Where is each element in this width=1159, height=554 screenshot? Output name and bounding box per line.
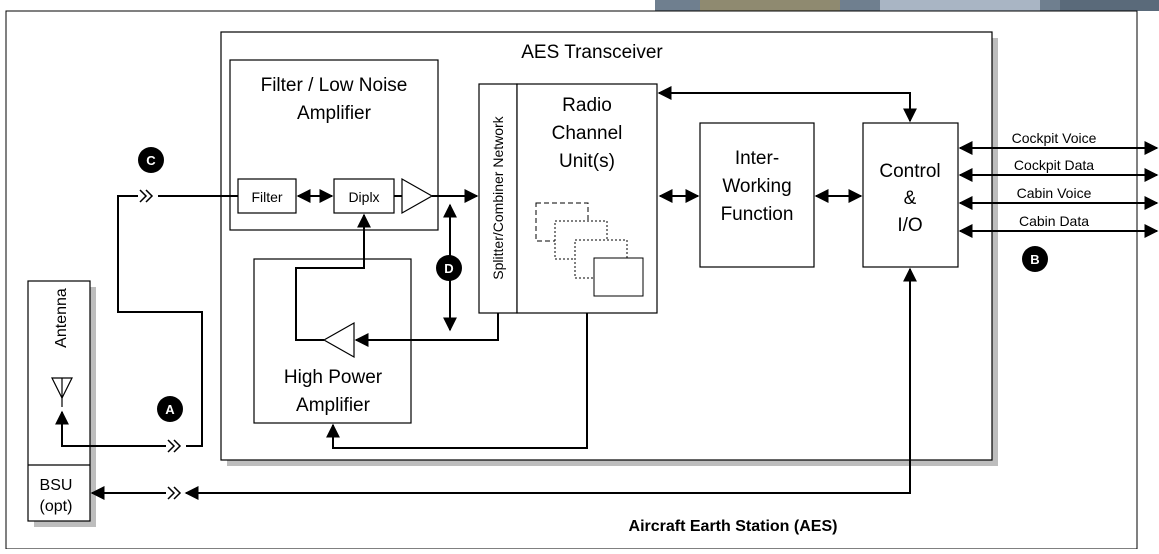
svg-text:B: B bbox=[1030, 252, 1039, 267]
rf-connector-icons bbox=[139, 189, 182, 500]
interface-label-cabin-data: Cabin Data bbox=[1019, 213, 1089, 229]
svg-text:A: A bbox=[165, 402, 175, 417]
svg-text:C: C bbox=[146, 153, 156, 168]
rcu-line2: Channel bbox=[552, 123, 623, 144]
control-line1: Control bbox=[879, 161, 940, 182]
diplexer-label: Diplx bbox=[348, 189, 379, 205]
interworking-function-block bbox=[699, 122, 815, 268]
iwf-line1: Inter- bbox=[735, 148, 779, 169]
hpa-line1: High Power bbox=[284, 367, 383, 388]
antenna-icon bbox=[51, 377, 73, 407]
rcu-line1: Radio bbox=[562, 95, 612, 116]
aes-title: Aircraft Earth Station (AES) bbox=[629, 518, 838, 535]
transceiver-title: AES Transceiver bbox=[521, 42, 663, 63]
connector-a-icon bbox=[167, 439, 182, 453]
iwf-line3: Function bbox=[721, 204, 794, 225]
antenna-label: Antenna bbox=[53, 288, 70, 348]
channel-unit-stack-icon bbox=[535, 202, 644, 297]
marker-d: D bbox=[436, 255, 462, 281]
interface-label-cockpit-data: Cockpit Data bbox=[1014, 157, 1094, 173]
interface-label-cockpit-voice: Cockpit Voice bbox=[1012, 130, 1097, 146]
marker-a: A bbox=[157, 396, 183, 422]
hpa-line2: Amplifier bbox=[296, 395, 371, 416]
bsu-line2: (opt) bbox=[40, 498, 73, 515]
diplexer-box bbox=[333, 178, 395, 214]
rcu-line3: Unit(s) bbox=[559, 151, 615, 172]
antenna-bsu-unit bbox=[27, 280, 91, 522]
control-line2: & bbox=[904, 188, 917, 209]
filter-label: Filter bbox=[251, 189, 282, 205]
control-line3: I/O bbox=[897, 215, 922, 236]
satellite-image-strip bbox=[655, 0, 1159, 11]
splitter-combiner-label: Splitter/Combiner Network bbox=[490, 115, 506, 279]
svg-text:D: D bbox=[444, 261, 453, 276]
bsu-line1: BSU bbox=[40, 477, 73, 494]
connector-bsu-icon bbox=[167, 486, 182, 500]
interface-label-cabin-voice: Cabin Voice bbox=[1017, 185, 1092, 201]
marker-b: B bbox=[1022, 246, 1048, 272]
connection-lines bbox=[55, 86, 1159, 500]
filter-lna-line2: Amplifier bbox=[297, 103, 372, 124]
marker-c: C bbox=[138, 147, 164, 173]
connector-c-icon bbox=[139, 189, 154, 203]
iwf-line2: Working bbox=[722, 176, 791, 197]
filter-lna-line1: Filter / Low Noise bbox=[261, 75, 408, 96]
control-io-block bbox=[862, 122, 959, 268]
